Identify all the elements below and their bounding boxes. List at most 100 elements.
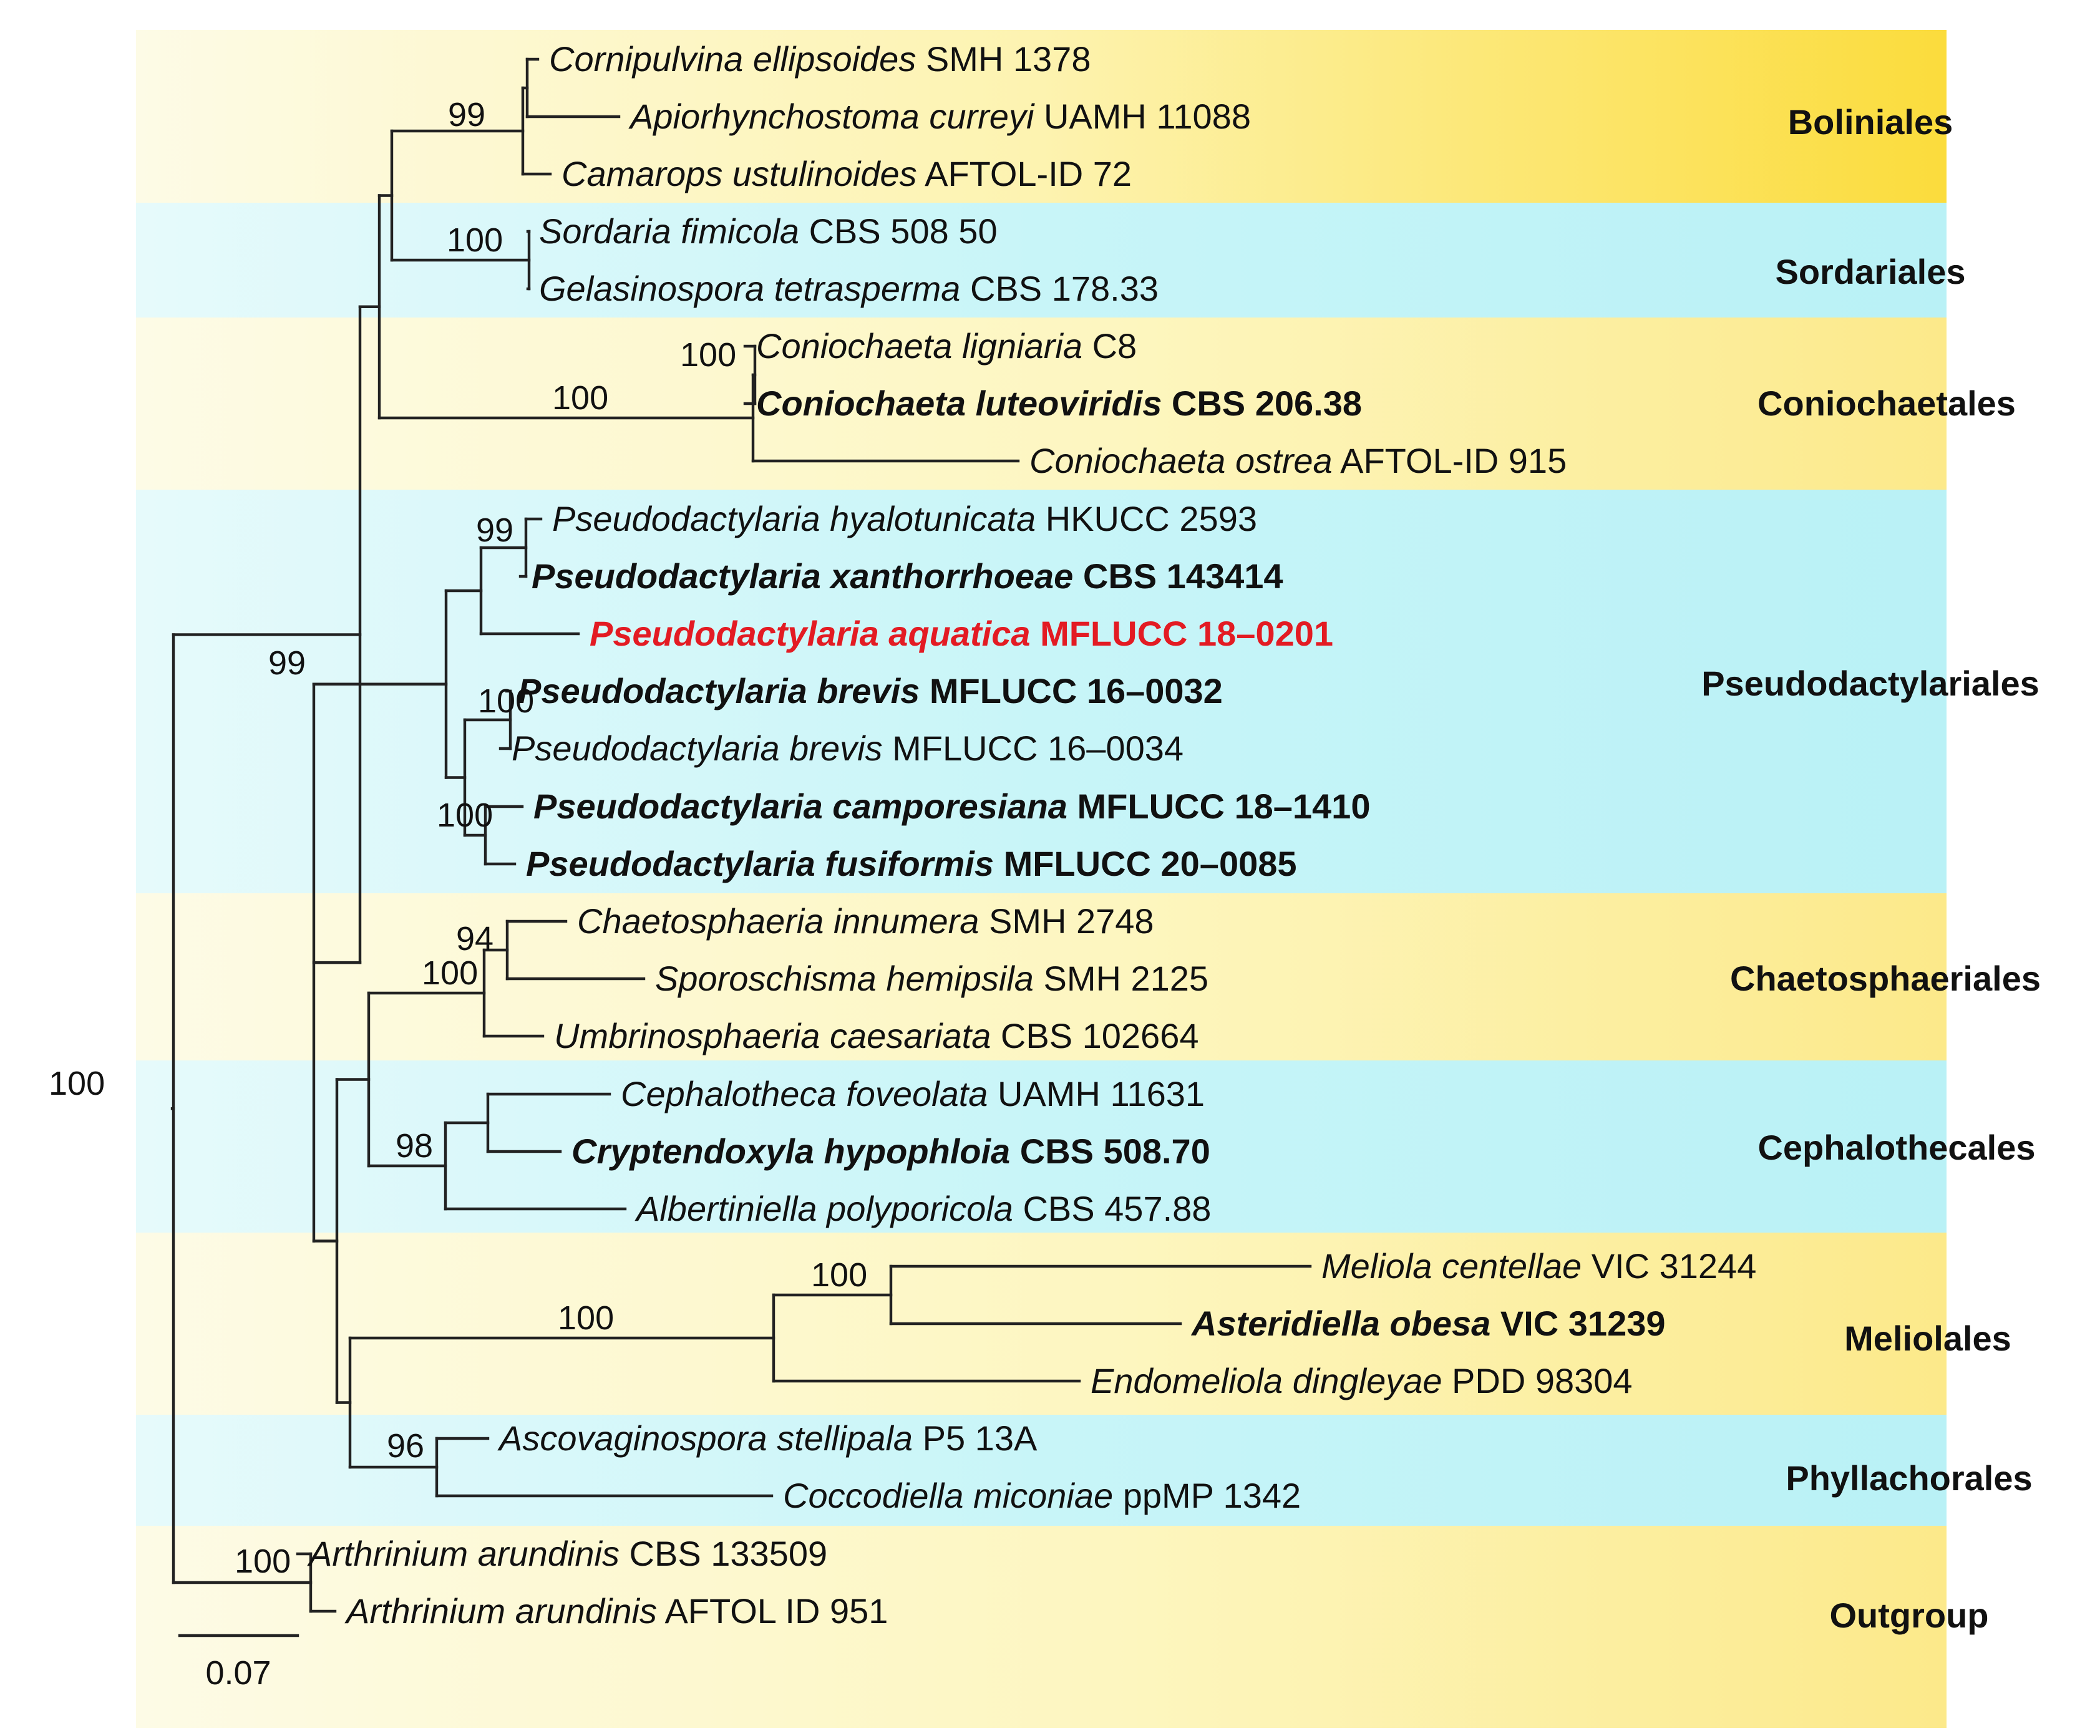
taxon-label: Pseudodactylaria camporesiana MFLUCC 18–… — [533, 787, 1370, 826]
clade-label-coniochaetales: Coniochaetales — [1757, 384, 2016, 423]
taxon-species: Arthrinium arundinis — [307, 1534, 620, 1573]
taxon-label: Albertiniella polyporicola CBS 457.88 — [634, 1189, 1211, 1228]
taxon-strain: C8 — [1082, 326, 1137, 366]
taxon-species: Sordaria fimicola — [539, 211, 799, 251]
taxon-species: Cornipulvina ellipsoides — [549, 39, 916, 79]
taxon-species: Gelasinospora tetrasperma — [539, 269, 960, 308]
taxon-strain: AFTOL-ID 72 — [917, 154, 1132, 193]
taxon-strain: CBS 508.70 — [1010, 1132, 1210, 1171]
support-value: 96 — [387, 1427, 424, 1465]
taxon-strain: UAMH 11088 — [1034, 97, 1251, 136]
taxon-strain: CBS 206.38 — [1162, 384, 1362, 423]
taxon-strain: CBS 178.33 — [960, 269, 1159, 308]
taxon-label: Pseudodactylaria aquatica MFLUCC 18–0201 — [590, 614, 1333, 653]
taxon-labels: Cornipulvina ellipsoides SMH 1378Apiorhy… — [307, 39, 1756, 1631]
taxon-species: Chaetosphaeria innumera — [577, 901, 979, 941]
taxon-label: Asteridiella obesa VIC 31239 — [1190, 1304, 1666, 1343]
support-value: 100 — [49, 1065, 105, 1102]
taxon-label: Cephalotheca foveolata UAMH 11631 — [621, 1074, 1205, 1113]
taxon-label: Pseudodactylaria hyalotunicata HKUCC 259… — [552, 499, 1257, 538]
taxon-strain: CBS 102664 — [991, 1016, 1198, 1055]
tree-branches — [170, 57, 1312, 1613]
taxon-strain: SMH 1378 — [916, 39, 1091, 79]
taxon-label: Ascovaginospora stellipala P5 13A — [497, 1418, 1038, 1458]
support-value: 94 — [456, 920, 493, 958]
taxon-species: Coniochaeta ligniaria — [756, 326, 1082, 366]
clade-band-chaetosphaeriales — [136, 893, 1947, 1060]
clade-label-boliniales: Boliniales — [1788, 102, 1953, 142]
taxon-species: Apiorhynchostoma curreyi — [628, 97, 1035, 136]
taxon-species: Pseudodactylaria brevis — [512, 729, 883, 768]
taxon-strain: MFLUCC 16–0032 — [920, 671, 1223, 710]
support-value: 99 — [268, 644, 306, 682]
taxon-strain: P5 13A — [913, 1418, 1038, 1458]
taxon-label: Pseudodactylaria fusiformis MFLUCC 20–00… — [526, 844, 1297, 883]
taxon-species: Coccodiella miconiae — [783, 1476, 1113, 1515]
taxon-label: Pseudodactylaria brevis MFLUCC 16–0032 — [518, 671, 1223, 710]
taxon-label: Coniochaeta luteoviridis CBS 206.38 — [756, 384, 1362, 423]
taxon-strain: VIC 31239 — [1490, 1304, 1665, 1343]
taxon-strain: SMH 2125 — [1034, 959, 1208, 998]
support-value: 100 — [447, 221, 503, 259]
taxon-species: Endomeliola dingleyae — [1091, 1361, 1442, 1400]
taxon-species: Meliola centellae — [1321, 1246, 1582, 1286]
support-values: 9910010010099100100999410098100100961001… — [49, 96, 867, 1580]
taxon-strain: MFLUCC 20–0085 — [994, 844, 1297, 883]
taxon-label: Cornipulvina ellipsoides SMH 1378 — [549, 39, 1091, 79]
taxon-label: Coniochaeta ligniaria C8 — [756, 326, 1137, 366]
support-value: 100 — [437, 797, 493, 834]
clade-band-boliniales — [136, 30, 1947, 203]
taxon-label: Pseudodactylaria xanthorrhoeae CBS 14341… — [532, 556, 1283, 596]
taxon-strain: CBS 133509 — [620, 1534, 827, 1573]
taxon-label: Chaetosphaeria innumera SMH 2748 — [577, 901, 1154, 941]
taxon-species: Pseudodactylaria aquatica — [590, 614, 1031, 653]
clade-band-outgroup — [136, 1526, 1947, 1728]
taxon-label: Umbrinosphaeria caesariata CBS 102664 — [554, 1016, 1199, 1055]
taxon-strain: UAMH 11631 — [988, 1074, 1205, 1113]
support-value: 100 — [811, 1256, 867, 1294]
clade-band-cephalothecales — [136, 1060, 1947, 1233]
clade-label-chaetosphaeriales: Chaetosphaeriales — [1730, 959, 2041, 998]
support-value: 100 — [235, 1543, 291, 1580]
taxon-species: Asteridiella obesa — [1190, 1304, 1490, 1343]
support-value: 100 — [558, 1299, 614, 1337]
taxon-species: Pseudodactylaria brevis — [518, 671, 920, 710]
taxon-label: Gelasinospora tetrasperma CBS 178.33 — [539, 269, 1159, 308]
taxon-label: Coccodiella miconiae ppMP 1342 — [783, 1476, 1301, 1515]
clade-label-outgroup: Outgroup — [1829, 1596, 1988, 1635]
taxon-strain: AFTOL ID 951 — [657, 1591, 888, 1631]
taxon-label: Meliola centellae VIC 31244 — [1321, 1246, 1756, 1286]
taxon-label: Camarops ustulinoides AFTOL-ID 72 — [561, 154, 1132, 193]
taxon-label: Cryptendoxyla hypophloia CBS 508.70 — [571, 1132, 1210, 1171]
support-value: 99 — [476, 512, 513, 549]
taxon-strain: AFTOL-ID 915 — [1333, 441, 1567, 480]
clade-label-cephalothecales: Cephalothecales — [1757, 1128, 2035, 1167]
taxon-species: Umbrinosphaeria caesariata — [554, 1016, 991, 1055]
taxon-strain: MFLUCC 18–0201 — [1031, 614, 1334, 653]
taxon-label: Sordaria fimicola CBS 508 50 — [539, 211, 998, 251]
taxon-strain: CBS 143414 — [1073, 556, 1283, 596]
support-value: 100 — [552, 379, 608, 417]
taxon-species: Coniochaeta ostrea — [1029, 441, 1333, 480]
taxon-species: Pseudodactylaria fusiformis — [526, 844, 994, 883]
taxon-species: Camarops ustulinoides — [561, 154, 917, 193]
taxon-label: Endomeliola dingleyae PDD 98304 — [1091, 1361, 1633, 1400]
clade-label-sordariales: Sordariales — [1775, 252, 1965, 291]
taxon-species: Cryptendoxyla hypophloia — [571, 1132, 1010, 1171]
taxon-label: Coniochaeta ostrea AFTOL-ID 915 — [1029, 441, 1567, 480]
taxon-label: Arthrinium arundinis AFTOL ID 951 — [344, 1591, 888, 1631]
clade-label-pseudodactylariales: Pseudodactylariales — [1701, 664, 2039, 703]
taxon-strain: VIC 31244 — [1582, 1246, 1756, 1286]
taxon-species: Pseudodactylaria camporesiana — [533, 787, 1067, 826]
support-value: 98 — [396, 1127, 433, 1165]
taxon-label: Arthrinium arundinis CBS 133509 — [307, 1534, 827, 1573]
clade-label-meliolales: Meliolales — [1844, 1319, 2011, 1358]
support-value: 100 — [478, 682, 534, 720]
taxon-species: Albertiniella polyporicola — [634, 1189, 1013, 1228]
order-labels: BolinialesSordarialesConiochaetalesPseud… — [1701, 102, 2041, 1635]
scale-bar-label: 0.07 — [205, 1654, 271, 1692]
support-value: 99 — [448, 96, 485, 133]
taxon-strain: SMH 2748 — [979, 901, 1154, 941]
taxon-label: Sporoschisma hemipsila SMH 2125 — [655, 959, 1208, 998]
